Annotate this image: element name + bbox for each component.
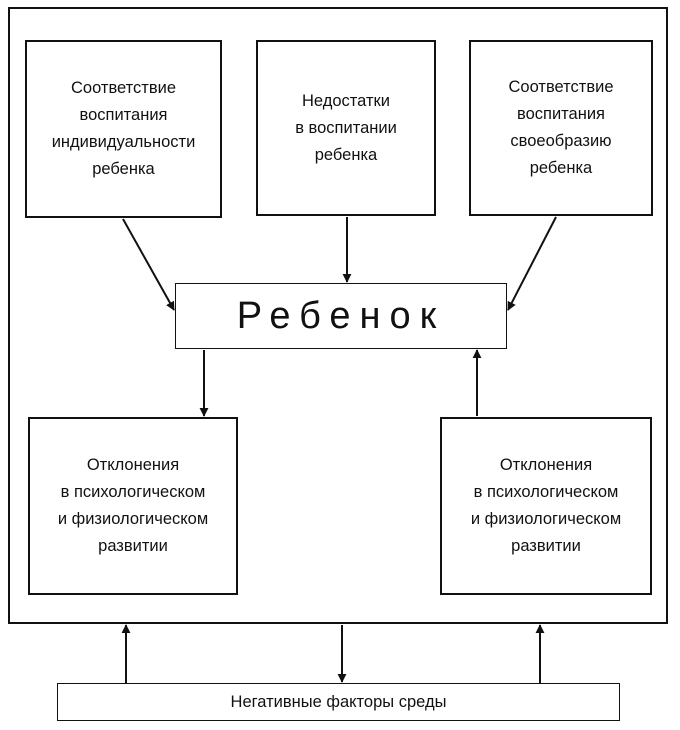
arrow-topright-to-child — [507, 216, 557, 311]
child-box: Ребенок — [175, 283, 507, 349]
system-frame — [8, 7, 668, 624]
upbringing-individuality-label: Соответствие воспитания индивидуальности… — [51, 79, 196, 178]
environment-factors-box: Негативные факторы среды — [57, 683, 620, 721]
deviations-left-box: Отклонения в психологическом и физиологи… — [28, 417, 238, 595]
deviations-left-label: Отклонения в психологическом и физиологи… — [57, 456, 209, 555]
upbringing-individuality-box: Соответствие воспитания индивидуальности… — [25, 40, 222, 218]
deviations-right-box: Отклонения в психологическом и физиологи… — [440, 417, 652, 595]
child-label: Ребенок — [236, 295, 446, 337]
arrow-topleft-to-child — [122, 218, 175, 311]
upbringing-uniqueness-label: Соответствие воспитания своеобразию ребе… — [508, 78, 614, 177]
environment-factors-label: Негативные факторы среды — [230, 693, 447, 711]
upbringing-shortcomings-box: Недостатки в воспитании ребенка — [256, 40, 436, 216]
upbringing-uniqueness-box: Соответствие воспитания своеобразию ребе… — [469, 40, 653, 216]
upbringing-shortcomings-label: Недостатки в воспитании ребенка — [295, 91, 397, 164]
deviations-right-label: Отклонения в психологическом и физиологи… — [470, 456, 622, 555]
